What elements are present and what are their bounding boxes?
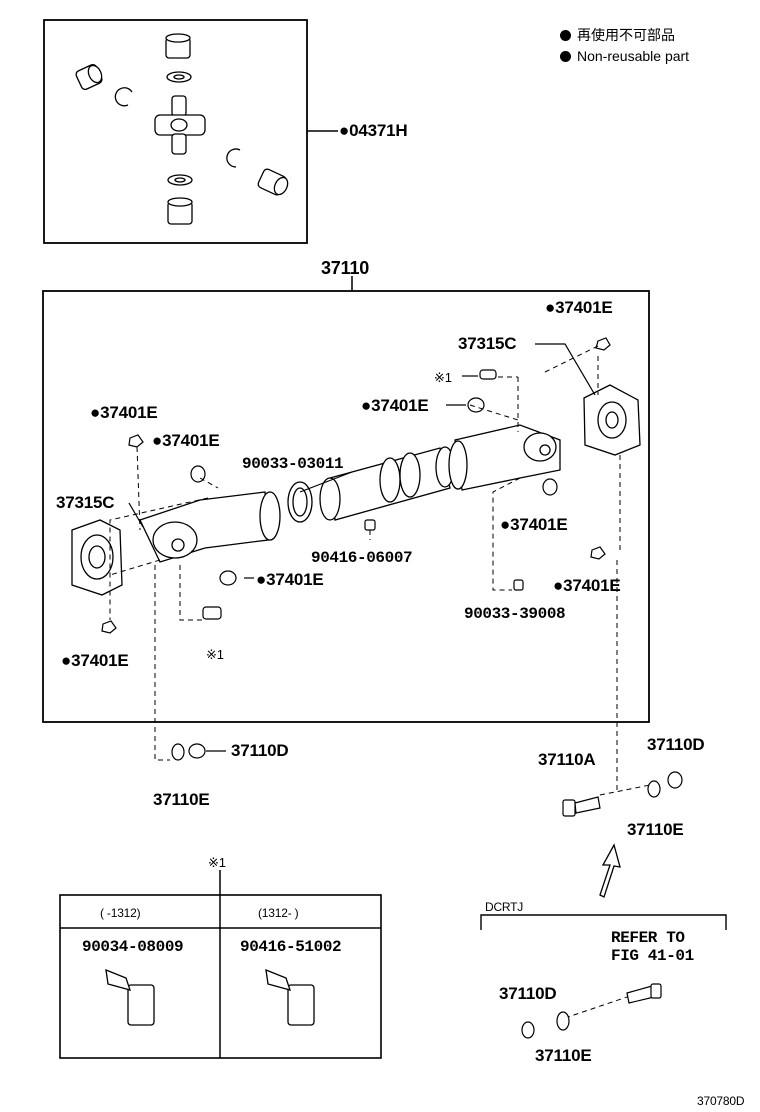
dot-icon	[560, 51, 571, 62]
table-col1-range: ( -1312)	[100, 906, 141, 920]
label-spider-kit: ●04371H	[339, 121, 408, 140]
middle-tube	[319, 446, 455, 521]
fitting-right	[265, 968, 315, 1026]
label-nut-bottom-right: ●37401E	[553, 576, 621, 595]
legend-jp: 再使用不可部品	[560, 27, 675, 43]
label-grease-fitting-right: 90033-39008	[464, 605, 566, 623]
dashed-guides	[109, 345, 621, 621]
figure-id: 370780D	[697, 1094, 745, 1108]
label-ring-left-lower: ●37401E	[256, 570, 324, 589]
legend-jp-text: 再使用不可部品	[577, 27, 675, 43]
table-col2-range: (1312- )	[258, 906, 299, 920]
legend-en: Non-reusable part	[560, 48, 689, 64]
label-washer-right-e: 37110E	[627, 820, 684, 839]
up-arrow	[599, 843, 621, 898]
variant-washer-e: 37110E	[535, 1046, 592, 1065]
label-nut-right-d: 37110D	[647, 735, 705, 754]
table-col1-part: 90034-08009	[82, 938, 184, 956]
spider-kit-parts	[75, 33, 289, 225]
variant-nut-d: 37110D	[499, 984, 557, 1003]
label-bolt-a: 37110A	[538, 750, 596, 769]
label-nut-bottom-left: ●37401E	[61, 651, 129, 670]
label-flange-left: 37315C	[56, 493, 115, 512]
label-ring-center: ●37401E	[361, 396, 429, 415]
leader-lines	[128, 343, 596, 579]
right-flange-yoke	[583, 384, 641, 456]
label-nut-top-left: ●37401E	[90, 403, 158, 422]
label-washer-left-e: 37110E	[153, 790, 210, 809]
label-flange-right: 37315C	[458, 334, 517, 353]
small-parts	[101, 337, 611, 634]
legend-en-text: Non-reusable part	[577, 48, 690, 64]
table-col2-part: 90416-51002	[240, 938, 342, 956]
label-grease-plug: 90033-03011	[242, 455, 344, 473]
label-nut-left-d: 37110D	[231, 741, 289, 760]
right-shaft	[448, 424, 561, 491]
assembly-frame	[42, 290, 650, 723]
label-ring-left-upper: ●37401E	[152, 431, 220, 450]
variant-code: DCRTJ	[485, 900, 524, 914]
left-washers	[171, 743, 226, 761]
dot-icon	[560, 30, 571, 41]
left-flange-yoke	[71, 519, 123, 596]
label-assembly: 37110	[321, 258, 370, 278]
seal-ring	[287, 481, 313, 523]
label-grease-fitting-center: 90416-06007	[311, 549, 413, 567]
label-nut-top-right: ●37401E	[545, 298, 613, 317]
label-mark-left: ※1	[206, 647, 224, 662]
variant-bolt	[521, 983, 662, 1039]
variant-bracket	[480, 914, 727, 930]
table-mark: ※1	[208, 855, 226, 870]
variant-refer-line2: FIG 41-01	[611, 947, 694, 965]
left-shaft	[139, 491, 281, 563]
right-bolt	[562, 771, 683, 817]
label-mark-top: ※1	[434, 370, 452, 385]
dashed-below	[154, 560, 651, 1019]
label-ring-right-lower: ●37401E	[500, 515, 568, 534]
variant-refer-line1: REFER TO	[611, 929, 685, 947]
fitting-left	[105, 968, 155, 1026]
